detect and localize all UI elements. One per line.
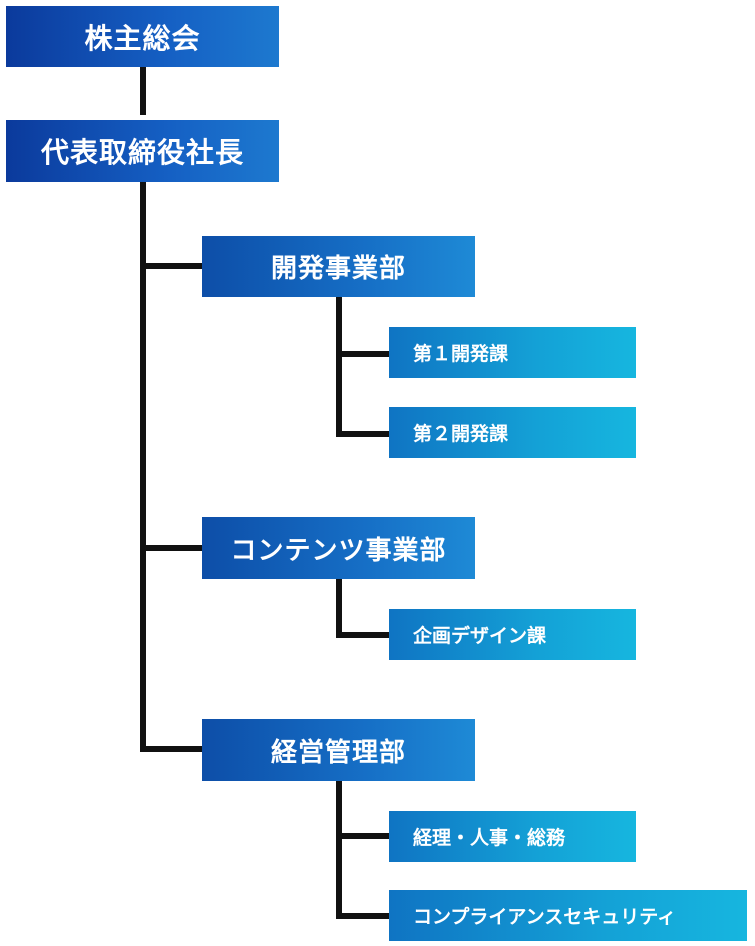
shareholders-meeting-box: 株主総会: [6, 6, 279, 67]
connector-branch-contents: [140, 545, 202, 551]
connector-ceo-trunk: [140, 182, 146, 752]
connector-branch-mgmt: [140, 746, 202, 752]
section-dev-2-box: 第２開発課: [389, 407, 636, 458]
connector-mgmt-trunk: [336, 781, 342, 919]
connector-mgmt-s2: [336, 913, 389, 919]
section-compliance-security-box: コンプライアンスセキュリティ: [389, 890, 747, 941]
connector-dev-trunk: [336, 297, 342, 437]
connector-contents-trunk: [336, 579, 342, 638]
connector-mgmt-s1: [336, 833, 389, 839]
ceo-box: 代表取締役社長: [6, 120, 279, 182]
connector-dev-s2: [336, 431, 389, 437]
connector-dev-s1: [336, 351, 389, 357]
division-management-box: 経営管理部: [202, 719, 475, 781]
connector-contents-s1: [336, 632, 389, 638]
connector-root-ceo: [140, 67, 146, 115]
connector-branch-dev: [140, 263, 202, 269]
section-accounting-hr-box: 経理・人事・総務: [389, 811, 636, 862]
section-planning-design-box: 企画デザイン課: [389, 609, 636, 660]
division-contents-box: コンテンツ事業部: [202, 517, 475, 579]
division-development-box: 開発事業部: [202, 236, 475, 297]
section-dev-1-box: 第１開発課: [389, 327, 636, 378]
